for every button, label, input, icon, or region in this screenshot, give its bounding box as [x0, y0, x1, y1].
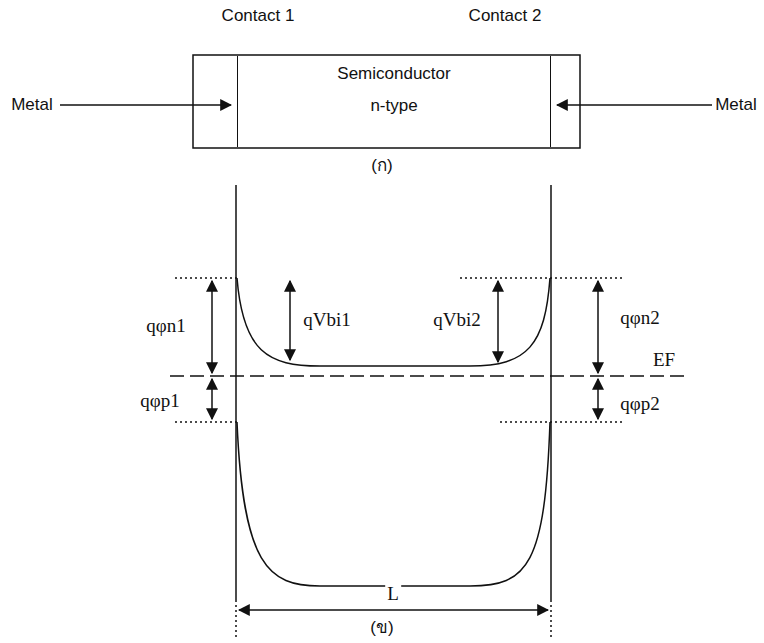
metal-pointer: [60, 104, 231, 106]
contact-name: Contact 1: [220, 7, 297, 26]
energy-arrow: [597, 379, 599, 419]
fermi-label: EF: [651, 350, 677, 371]
energy-arrow: [597, 281, 599, 373]
fermi-level: [170, 375, 690, 377]
energy-label: qφp1: [138, 391, 181, 412]
valence-band: [237, 422, 550, 586]
energy-arrow: [289, 281, 291, 360]
energy-label: qφp2: [618, 394, 661, 415]
doping-type: n-type: [238, 96, 550, 116]
barrier-level: [175, 421, 240, 423]
energy-arrow: [497, 281, 499, 362]
length-dimension: [239, 609, 548, 611]
length-label: L: [385, 584, 401, 605]
interface-line: [550, 185, 552, 600]
figure-tag: (ก): [369, 157, 394, 176]
semiconductor-region: Semiconductor n-type: [237, 56, 551, 147]
barrier-level: [500, 421, 625, 423]
conduction-band: [237, 278, 550, 366]
material-name: Metal: [9, 96, 55, 115]
contact-name: Contact 2: [467, 7, 544, 26]
device-outline: [193, 55, 580, 148]
barrier-level: [175, 277, 240, 279]
dimension-extension: [550, 600, 552, 640]
figure-tag: (ข): [368, 619, 395, 638]
energy-label: qφn1: [144, 316, 187, 337]
interface-line: [235, 185, 237, 600]
material-name: Metal: [713, 96, 759, 115]
barrier-level: [460, 277, 625, 279]
metal-pointer: [557, 104, 712, 106]
region-name: Semiconductor: [238, 64, 550, 84]
energy-arrow: [211, 281, 213, 373]
dimension-extension: [235, 600, 237, 640]
energy-arrow: [211, 379, 213, 419]
energy-label: qφn2: [618, 308, 661, 329]
energy-label: qVbi1: [301, 310, 353, 331]
energy-label: qVbi2: [431, 310, 483, 331]
